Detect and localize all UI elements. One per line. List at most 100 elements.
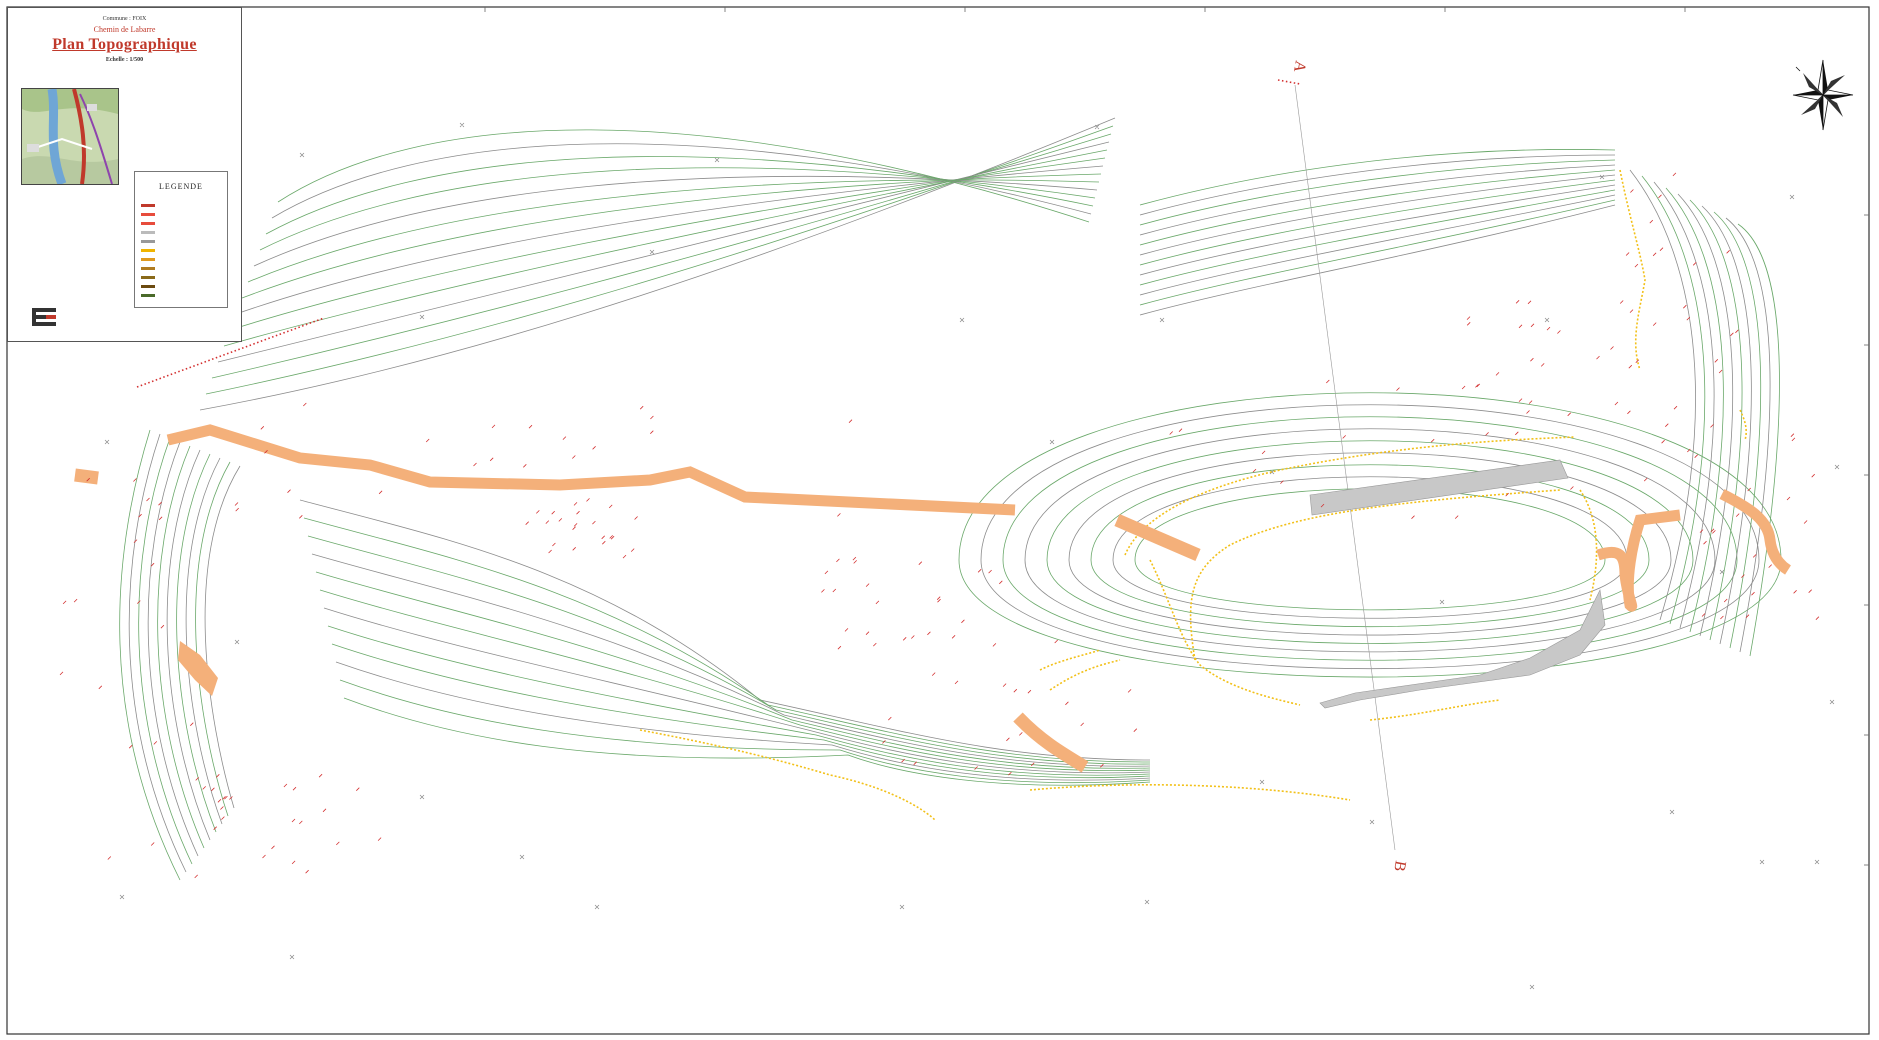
survey-mark (1745, 614, 1750, 618)
survey-mark (1808, 589, 1812, 593)
footer-block (20, 308, 240, 338)
contour-line (1677, 193, 1734, 637)
survey-mark (1735, 513, 1740, 517)
survey-mark (1065, 701, 1069, 706)
survey-mark (220, 806, 224, 810)
survey-mark (133, 478, 137, 482)
contour-line (1139, 179, 1616, 266)
survey-mark (988, 569, 992, 574)
survey-mark (217, 799, 222, 803)
survey-mark (146, 497, 150, 502)
survey-mark (586, 498, 590, 502)
contour-line (343, 697, 1151, 786)
survey-mark (158, 501, 162, 506)
survey-mark (1528, 400, 1533, 404)
survey-mark (473, 462, 477, 467)
survey-mark (1627, 410, 1631, 415)
survey-mark (913, 761, 917, 766)
survey-mark (1786, 496, 1791, 501)
section-label-b: B (1390, 859, 1409, 872)
survey-mark (1540, 363, 1545, 367)
section-line-ab (1294, 84, 1396, 851)
survey-mark (1630, 189, 1634, 193)
survey-mark (291, 860, 296, 865)
survey-mark (951, 635, 956, 639)
road-segments (74, 424, 1792, 773)
survey-mark (98, 685, 103, 690)
survey-mark (194, 874, 198, 879)
survey-mark (1027, 689, 1032, 694)
legend-symbol (141, 249, 155, 252)
contour-line (185, 457, 223, 825)
subtitle-text: Chemin de Labarre (93, 25, 156, 34)
survey-mark (292, 786, 297, 791)
survey-mark (1127, 689, 1132, 693)
survey-mark (1815, 616, 1820, 620)
survey-mark (1326, 379, 1330, 384)
contour-line (1665, 187, 1724, 633)
legend-symbol (141, 258, 155, 261)
survey-mark (1596, 355, 1600, 360)
survey-mark (1723, 598, 1728, 603)
contour-line (1002, 416, 1738, 661)
survey-mark (873, 642, 877, 647)
contour-line (303, 517, 1151, 763)
survey-mark (902, 637, 907, 641)
contour-line (958, 392, 1782, 678)
survey-mark (634, 516, 638, 520)
survey-mark (1518, 324, 1523, 329)
survey-mark (291, 818, 296, 823)
survey-mark (1178, 428, 1183, 432)
survey-mark (1701, 613, 1706, 617)
survey-mark (356, 787, 360, 791)
survey-mark (1635, 359, 1640, 363)
survey-mark (260, 426, 265, 430)
contour-line (335, 661, 1151, 781)
survey-mark (264, 450, 268, 454)
survey-mark (137, 600, 141, 604)
map-frame (6, 6, 1870, 1035)
legend-item (141, 240, 161, 243)
survey-mark (630, 548, 635, 552)
survey-mark (1803, 520, 1808, 524)
contour-line (1725, 217, 1771, 653)
contour-line (147, 441, 199, 857)
survey-mark (1557, 330, 1561, 334)
survey-points (59, 172, 1820, 879)
survey-mark (536, 510, 540, 514)
survey-mark (1649, 219, 1654, 224)
survey-mark (1526, 410, 1530, 414)
survey-mark (927, 631, 931, 636)
survey-mark (639, 405, 644, 410)
scale-text: Echelle : 1/500 (105, 57, 144, 63)
contour-lines (119, 117, 1782, 881)
survey-mark (1610, 346, 1614, 350)
survey-mark (1019, 732, 1023, 736)
survey-mark (1530, 323, 1535, 328)
contour-line (229, 157, 1106, 331)
legend-item (141, 231, 161, 234)
section-label-a: A (1290, 59, 1309, 74)
survey-mark (1629, 309, 1634, 313)
survey-mark (1495, 372, 1500, 376)
survey-mark (299, 820, 303, 825)
survey-mark (821, 589, 825, 593)
legend-symbol (141, 276, 155, 279)
survey-mark (848, 419, 853, 423)
survey-mark (1710, 528, 1715, 533)
survey-mark (523, 464, 527, 468)
legend-item (141, 258, 161, 261)
contour-line (241, 173, 1102, 299)
legend-symbol (141, 294, 155, 297)
survey-mark (1751, 591, 1755, 596)
contour-line (157, 445, 205, 849)
survey-mark (1342, 435, 1346, 439)
survey-mark (1658, 194, 1662, 199)
survey-mark (562, 436, 567, 440)
survey-mark (572, 455, 576, 459)
contour-line (1713, 211, 1762, 649)
survey-mark (153, 741, 158, 745)
survey-mark (1703, 540, 1707, 545)
legend-symbol (141, 285, 155, 288)
